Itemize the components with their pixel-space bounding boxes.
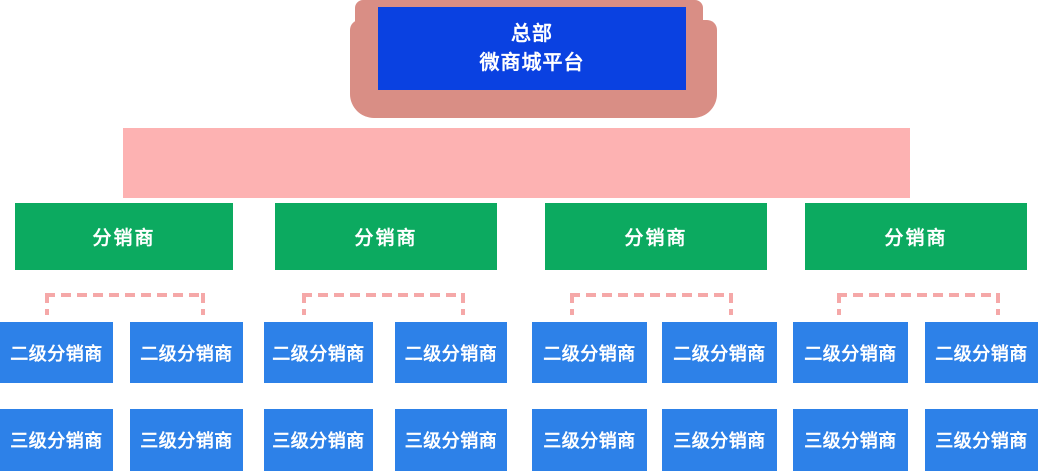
dashed-bracket-2 (302, 293, 465, 315)
headquarters-node: 总部 微商城平台 (378, 7, 686, 90)
bracket-right-leg (996, 293, 1000, 315)
tier2-node-4: 二级分销商 (395, 322, 507, 383)
bracket-left-leg (45, 293, 49, 315)
tier2-node-8: 二级分销商 (925, 322, 1038, 383)
tier2-label: 二级分销商 (140, 343, 233, 364)
tier3-node-4: 三级分销商 (395, 409, 507, 471)
tier2-label: 二级分销商 (935, 343, 1028, 364)
tier3-node-8: 三级分销商 (925, 409, 1038, 471)
distributor-node-4: 分销商 (805, 203, 1027, 270)
tier3-label: 三级分销商 (673, 431, 766, 451)
tier3-label: 三级分销商 (10, 431, 103, 451)
bracket-left-leg (570, 293, 574, 315)
tier2-node-3: 二级分销商 (264, 322, 373, 383)
tier3-label: 三级分销商 (804, 431, 897, 451)
dashed-bracket-1 (45, 293, 205, 315)
bracket-right-leg (461, 293, 465, 315)
distributor-node-3: 分销商 (545, 203, 767, 270)
tier2-label: 二级分销商 (673, 343, 766, 364)
tier3-label: 三级分销商 (935, 431, 1028, 451)
tier3-label: 三级分销商 (404, 431, 498, 451)
tier2-node-5: 二级分销商 (532, 322, 647, 383)
tier3-node-6: 三级分销商 (662, 409, 777, 471)
bracket-horizontal-line (45, 293, 205, 297)
hq-title-line2: 微商城平台 (479, 51, 585, 74)
bracket-right-leg (201, 293, 205, 315)
bracket-left-leg (302, 293, 306, 315)
bracket-right-leg (729, 293, 733, 315)
distributor-node-1: 分销商 (15, 203, 233, 270)
distributor-label: 分销商 (624, 228, 688, 249)
distributor-node-2: 分销商 (275, 203, 497, 270)
tier2-node-7: 二级分销商 (793, 322, 908, 383)
hq-title-line1: 总部 (511, 22, 553, 45)
tier2-node-6: 二级分销商 (662, 322, 777, 383)
tier2-node-1: 二级分销商 (0, 322, 113, 383)
bracket-horizontal-line (570, 293, 733, 297)
tier2-node-2: 二级分销商 (130, 322, 243, 383)
bracket-left-leg (837, 293, 841, 315)
tier3-node-3: 三级分销商 (264, 409, 373, 471)
distributor-label: 分销商 (354, 228, 418, 249)
tier2-label: 二级分销商 (404, 343, 498, 364)
level1-connector-bar (123, 128, 910, 198)
dashed-bracket-3 (570, 293, 733, 315)
distributor-label: 分销商 (884, 228, 948, 249)
tier3-node-2: 三级分销商 (130, 409, 243, 471)
tier2-label: 二级分销商 (10, 343, 103, 364)
tier3-label: 三级分销商 (272, 431, 365, 451)
tier2-label: 二级分销商 (272, 343, 365, 364)
tier3-node-1: 三级分销商 (0, 409, 113, 471)
tier3-label: 三级分销商 (543, 431, 636, 451)
distributor-label: 分销商 (92, 228, 156, 249)
tier2-label: 二级分销商 (804, 343, 897, 364)
tier2-label: 二级分销商 (543, 343, 636, 364)
tier3-node-5: 三级分销商 (532, 409, 647, 471)
dashed-bracket-4 (837, 293, 1000, 315)
bracket-horizontal-line (302, 293, 465, 297)
bracket-horizontal-line (837, 293, 1000, 297)
tier3-node-7: 三级分销商 (793, 409, 908, 471)
tier3-label: 三级分销商 (140, 431, 233, 451)
